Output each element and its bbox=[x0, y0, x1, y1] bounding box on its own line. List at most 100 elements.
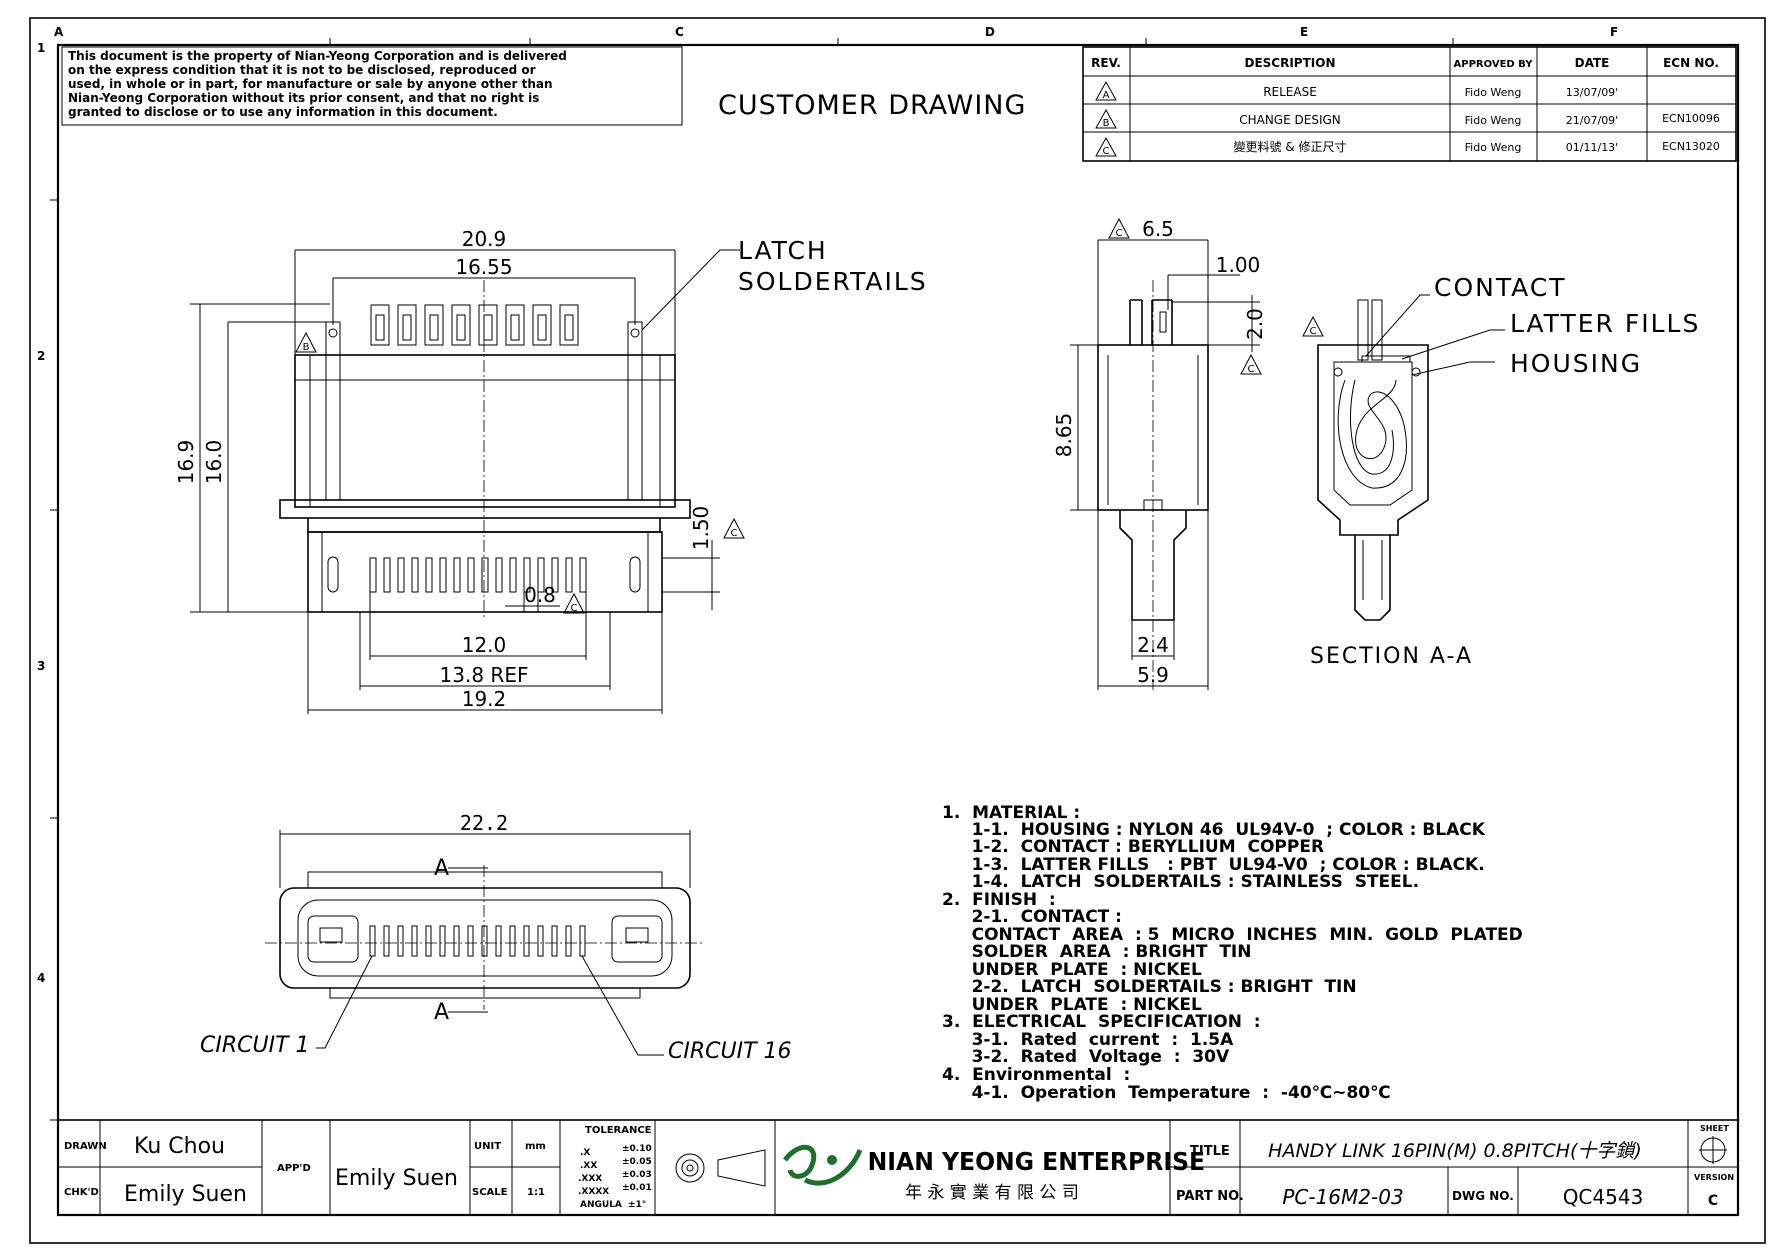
version-value: C bbox=[1708, 1193, 1718, 1209]
callout-housing: HOUSING bbox=[1510, 349, 1642, 378]
tolerance-table: .X ±0.10 .XX ±0.05 .XXX ±0.03 .XXXX ±0.0… bbox=[578, 1144, 652, 1210]
rev-description: CHANGE DESIGN bbox=[1239, 113, 1341, 127]
unit-value: mm bbox=[525, 1141, 546, 1152]
section-mark-top: A bbox=[434, 856, 449, 881]
note-line: 1-3. LATTER FILLS : PBT UL94-V0 ; COLOR … bbox=[942, 855, 1485, 875]
drawn-by: Ku Chou bbox=[134, 1134, 225, 1159]
note-line: CONTACT AREA : 5 MICRO INCHES MIN. GOLD … bbox=[942, 925, 1523, 945]
note-line: 1-2. CONTACT : BERYLLIUM COPPER bbox=[942, 837, 1324, 857]
note-line: 1. MATERIAL : bbox=[942, 803, 1080, 823]
label-title: TITLE bbox=[1190, 1144, 1230, 1159]
front-view: 20.9 16.55 16.9 16.0 1.50 0.8 12.0 13.8 … bbox=[174, 227, 928, 714]
tol-key: .XXX bbox=[578, 1174, 602, 1184]
note-line: 1-1. HOUSING : NYLON 46 UL94V-0 ; COLOR … bbox=[942, 820, 1486, 840]
section-view: CONTACT LATTER FILLS HOUSING C SECTION A… bbox=[1302, 273, 1700, 669]
approved-by: Emily Suen bbox=[335, 1166, 458, 1191]
col-label-c: C bbox=[675, 25, 684, 39]
rev-mark: C bbox=[1310, 326, 1317, 337]
disclaimer-line: granted to disclose or to use any inform… bbox=[68, 105, 498, 119]
dim-tail-offset: 1.50 bbox=[689, 506, 713, 551]
rev-mark: C bbox=[731, 528, 738, 539]
label-drawn: DRAWN bbox=[64, 1141, 107, 1152]
company-name: NIAN YEONG ENTERPRISE bbox=[868, 1146, 1205, 1176]
row-label-2: 2 bbox=[37, 349, 45, 363]
label-approved: APP'D bbox=[277, 1163, 311, 1174]
rev-triangle-icon bbox=[723, 517, 745, 539]
note-line: 3-2. Rated Voltage : 30V bbox=[942, 1047, 1230, 1067]
rev-row-a: A RELEASE Fido Weng 13/07/09' bbox=[1095, 80, 1618, 101]
rev-header-ecn: ECN NO. bbox=[1663, 56, 1719, 70]
dim-body-height-side: 8.65 bbox=[1052, 413, 1076, 458]
front-view-dimensions bbox=[190, 249, 720, 714]
dim-overall-height: 16.9 bbox=[174, 440, 198, 485]
callout-latter-fills: LATTER FILLS bbox=[1510, 309, 1700, 338]
tol-key: ANGULA bbox=[580, 1200, 622, 1210]
bottom-contact-row bbox=[369, 925, 586, 957]
rev-header-rev: REV. bbox=[1091, 56, 1121, 70]
dim-latch-span: 16.55 bbox=[455, 255, 512, 279]
section-mark-bottom: A bbox=[434, 1000, 449, 1025]
rev-approved-by: Fido Weng bbox=[1465, 141, 1522, 154]
note-line: 4. Environmental : bbox=[942, 1065, 1130, 1085]
rev-mark: C bbox=[1248, 364, 1255, 375]
section-label: SECTION A-A bbox=[1310, 644, 1473, 669]
callout-latch-line1: LATCH bbox=[738, 236, 828, 265]
rev-triangle-icon bbox=[1302, 315, 1324, 337]
callout-contact: CONTACT bbox=[1434, 273, 1567, 302]
note-line: 3-1. Rated current : 1.5A bbox=[942, 1030, 1234, 1050]
dim-body-height: 16.0 bbox=[202, 440, 226, 485]
revision-table: REV. DESCRIPTION APPROVED BY DATE ECN NO… bbox=[1082, 46, 1737, 162]
dim-tail-width: 1.00 bbox=[1216, 253, 1261, 277]
rev-triangle-icon bbox=[295, 331, 317, 353]
rev-triangle-icon bbox=[563, 592, 585, 614]
bottom-view: 22.2 A A CIRCUIT 1 CIRCUIT 16 bbox=[200, 811, 792, 1064]
rev-header-description: DESCRIPTION bbox=[1244, 56, 1335, 70]
rev-mark: C bbox=[1116, 228, 1123, 239]
dim-nose-width: 2.4 bbox=[1137, 633, 1169, 657]
dwg-number: QC4543 bbox=[1563, 1185, 1644, 1209]
callout-circuit-1: CIRCUIT 1 bbox=[200, 1033, 310, 1058]
label-part-no: PART NO. bbox=[1176, 1189, 1244, 1204]
row-label-1: 1 bbox=[37, 41, 45, 55]
row-label-4: 4 bbox=[37, 971, 45, 985]
side-view: 6.5 1.00 2.0 8.65 2.4 5.9 C C bbox=[1052, 217, 1267, 690]
tol-key: .XXXX bbox=[578, 1187, 609, 1197]
label-scale: SCALE bbox=[472, 1187, 508, 1198]
rev-date: 13/07/09' bbox=[1566, 86, 1618, 99]
side-view-dimensions bbox=[1070, 239, 1260, 690]
rev-description: 變更料號 & 修正尺寸 bbox=[1234, 139, 1347, 154]
top-contact-pins bbox=[370, 304, 579, 346]
rev-triangle-icon bbox=[1095, 108, 1117, 129]
dim-base-width: 19.2 bbox=[462, 687, 507, 711]
dim-bottom-width: 22.2 bbox=[460, 811, 508, 835]
rev-triangle-icon bbox=[1240, 353, 1262, 375]
rev-approved-by: Fido Weng bbox=[1465, 114, 1522, 127]
rev-letter: A bbox=[1103, 90, 1110, 101]
drawing-part-title: HANDY LINK 16PIN(M) 0.8PITCH(十字鎖) bbox=[1268, 1140, 1642, 1162]
drawing-title: CUSTOMER DRAWING bbox=[718, 90, 1026, 121]
rev-letter: C bbox=[1103, 146, 1110, 157]
note-line: 2-1. CONTACT : bbox=[942, 907, 1122, 927]
note-line: 1-4. LATCH SOLDERTAILS : STAINLESS STEEL… bbox=[942, 872, 1419, 892]
tol-val: ±0.10 bbox=[622, 1144, 652, 1154]
disclaimer-line: Nian-Yeong Corporation without its prior… bbox=[68, 91, 539, 105]
checked-by: Emily Suen bbox=[124, 1182, 247, 1207]
col-label-f: F bbox=[1610, 25, 1618, 39]
rev-mark: C bbox=[571, 603, 578, 614]
part-number: PC-16M2-03 bbox=[1282, 1185, 1403, 1209]
dim-top-width: 6.5 bbox=[1142, 217, 1174, 241]
title-block: DRAWN CHK'D APP'D UNIT SCALE mm 1:1 TOLE… bbox=[57, 1119, 1739, 1216]
col-label-d: D bbox=[985, 25, 995, 39]
tol-val: ±1° bbox=[628, 1200, 646, 1210]
rev-date: 01/11/13' bbox=[1566, 141, 1618, 154]
callout-latch-line2: SOLDERTAILS bbox=[738, 267, 928, 296]
col-label-e: E bbox=[1300, 25, 1308, 39]
sheet-border bbox=[29, 17, 1766, 1244]
sheet-crosshair-icon bbox=[1699, 1136, 1727, 1164]
col-label-a: A bbox=[54, 25, 64, 39]
note-line: UNDER PLATE : NICKEL bbox=[942, 960, 1202, 980]
company-chinese-name: 年 永 實 業 有 限 公 司 bbox=[905, 1183, 1079, 1203]
dim-bottom-width: 5.9 bbox=[1137, 663, 1169, 687]
rev-triangle-icon bbox=[1095, 80, 1117, 101]
